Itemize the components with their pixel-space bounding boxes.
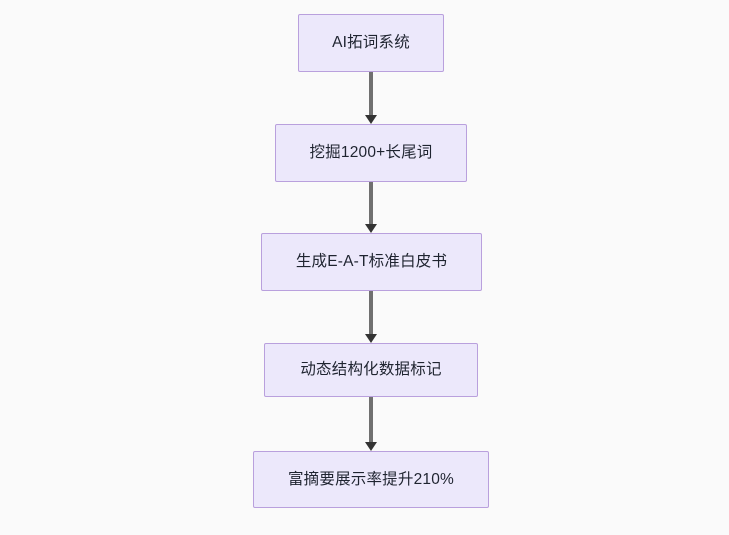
flow-node-4[interactable]: 动态结构化数据标记 — [264, 343, 478, 397]
flow-node-3[interactable]: 生成E-A-T标准白皮书 — [261, 233, 482, 291]
arrowhead-icon — [365, 224, 377, 233]
flow-node-1[interactable]: AI拓词系统 — [298, 14, 444, 72]
flow-node-label: 富摘要展示率提升210% — [287, 470, 455, 488]
arrowhead-icon — [365, 115, 377, 124]
flow-node-label: 生成E-A-T标准白皮书 — [295, 253, 448, 271]
flow-node-2[interactable]: 挖掘1200+长尾词 — [275, 124, 467, 182]
arrowhead-icon — [365, 334, 377, 343]
flow-node-label: 动态结构化数据标记 — [300, 361, 442, 379]
flow-node-5[interactable]: 富摘要展示率提升210% — [253, 451, 489, 508]
edge-line — [369, 72, 373, 116]
edge-line — [369, 291, 373, 335]
edge-line — [369, 397, 373, 443]
arrowhead-icon — [365, 442, 377, 451]
flow-node-label: AI拓词系统 — [332, 34, 410, 52]
flow-node-label: 挖掘1200+长尾词 — [309, 144, 433, 162]
edge-line — [369, 182, 373, 225]
